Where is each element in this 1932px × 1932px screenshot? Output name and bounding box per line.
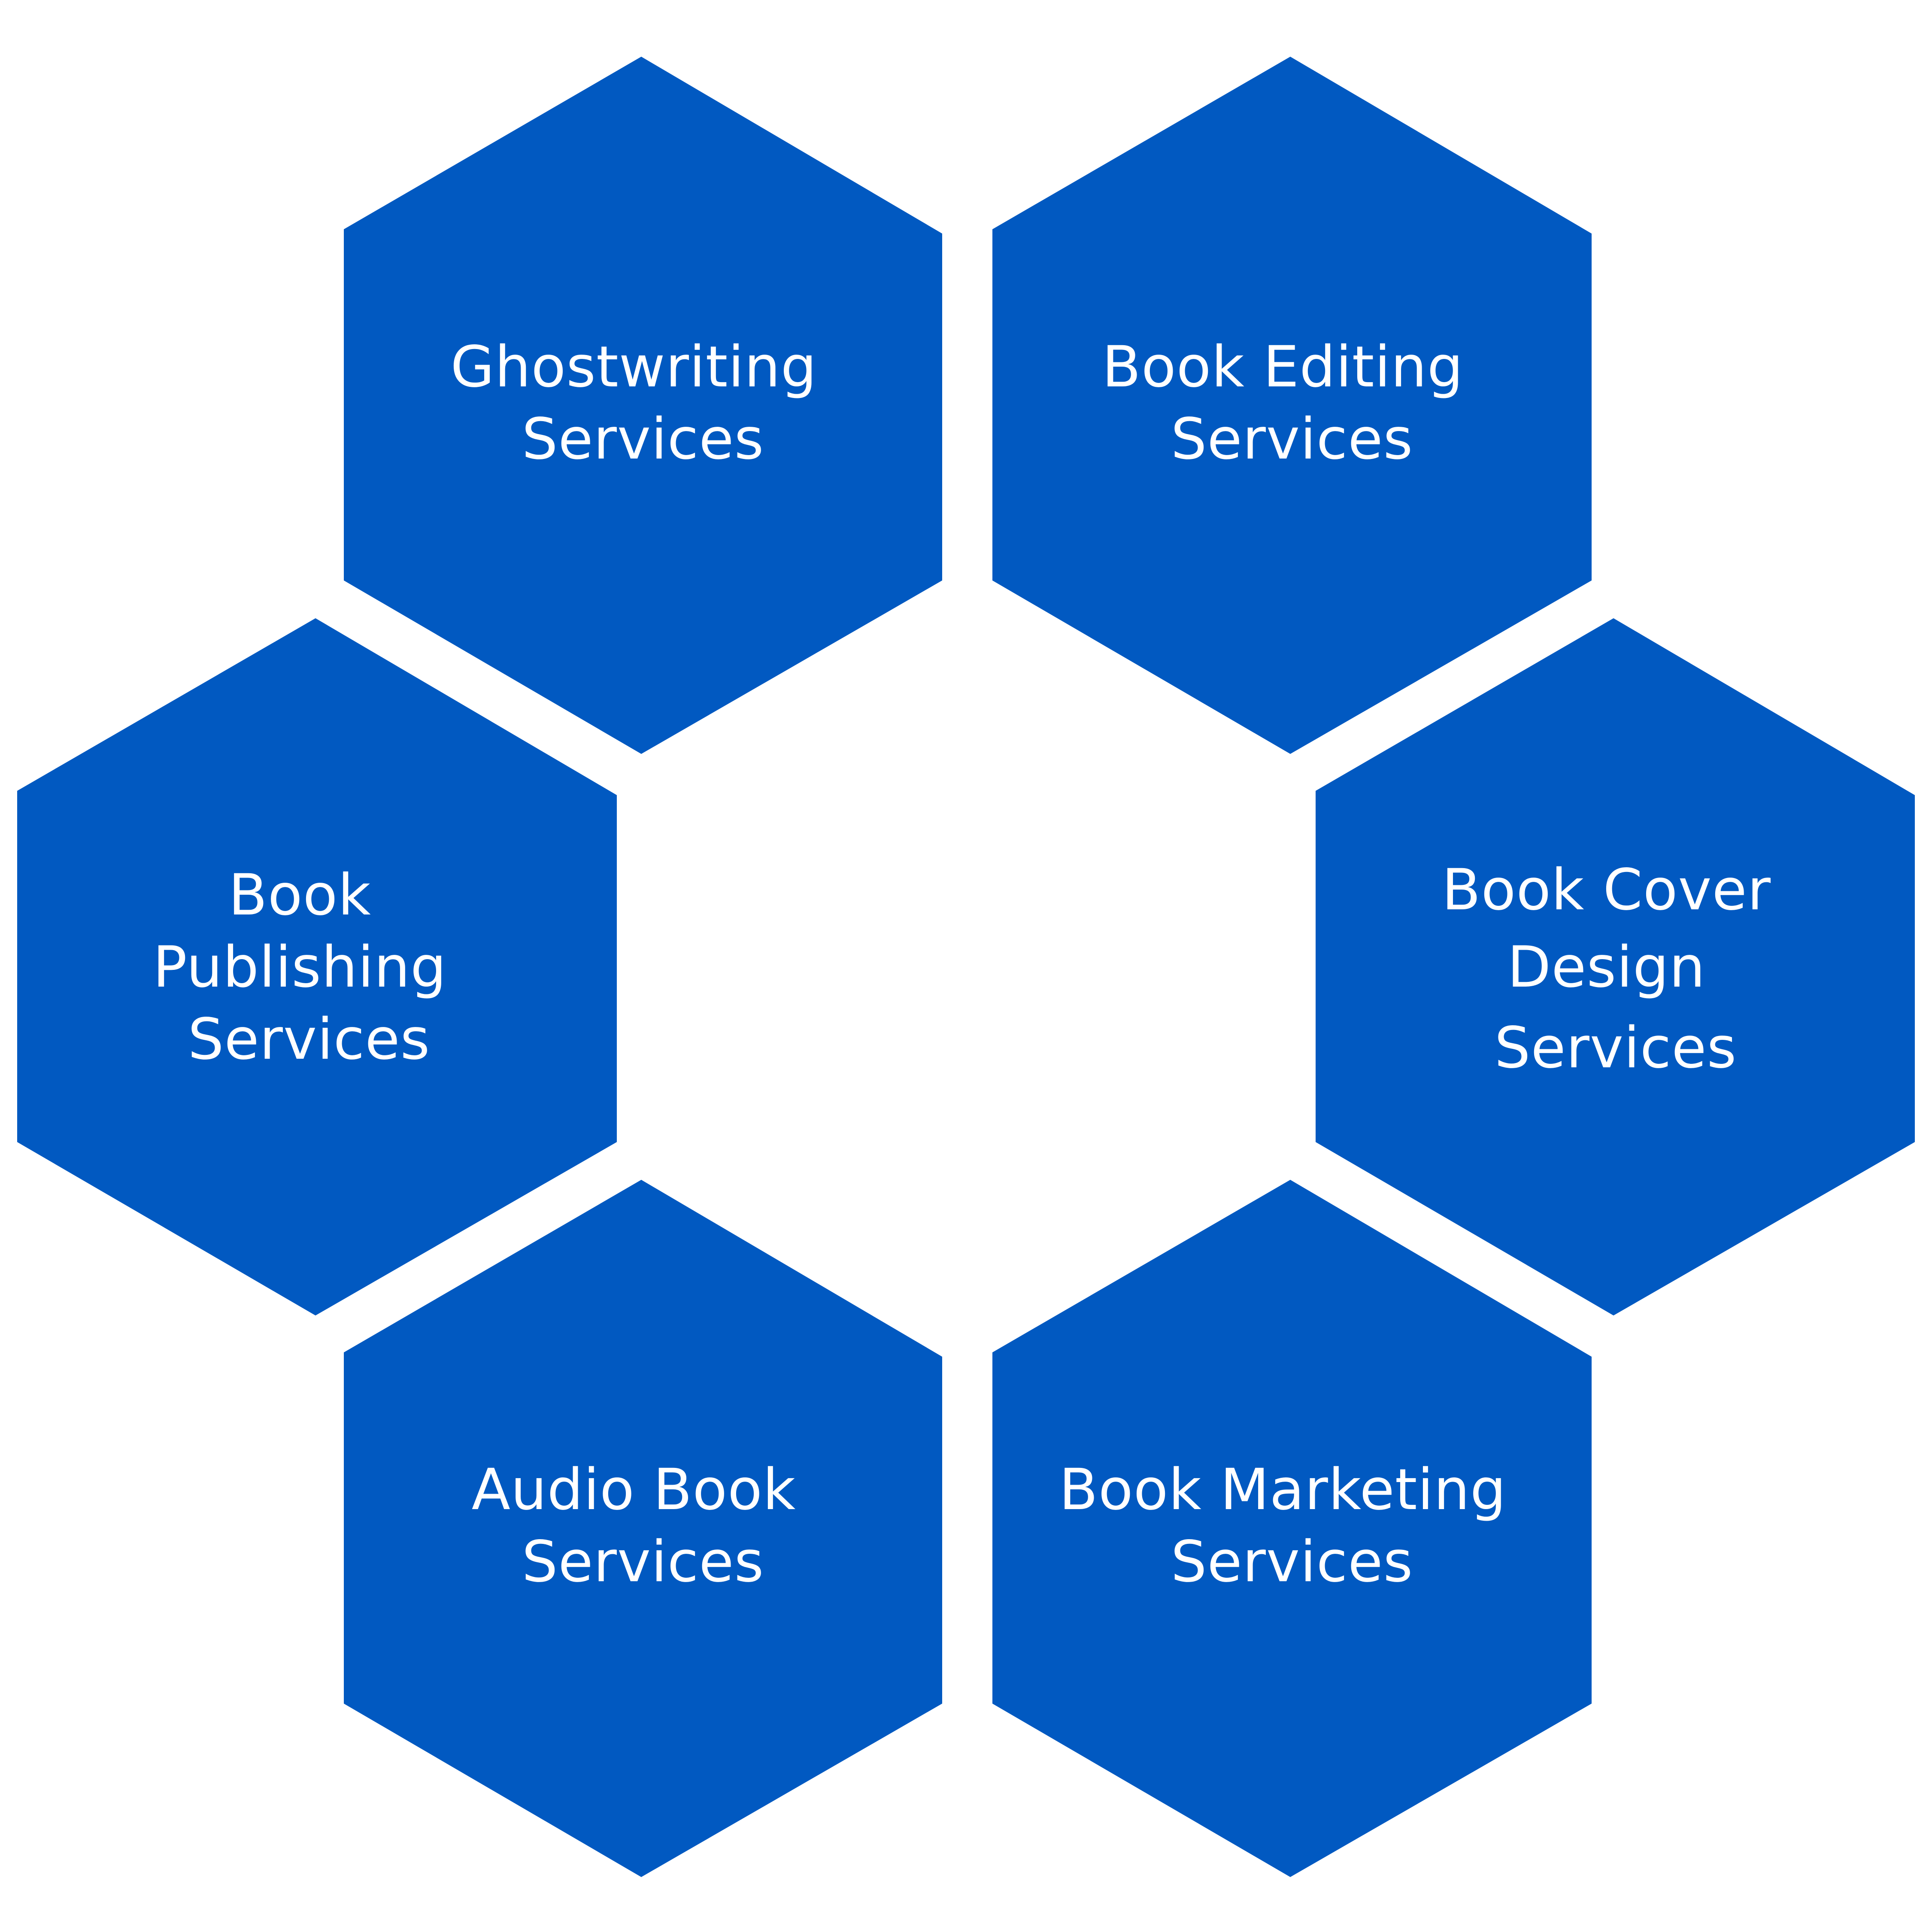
hexagon-shape	[1316, 618, 1915, 1315]
hexagon-label: Ghostwriting Services	[451, 334, 836, 472]
hexagon-label: Book Publishing Services	[153, 862, 465, 1072]
hexagon-shape	[344, 57, 942, 754]
label-line: Book Marketing	[1059, 1457, 1506, 1523]
hexagon-book-cover-design[interactable]: Book Cover Design Services	[1316, 618, 1915, 1315]
hexagon-book-publishing[interactable]: Book Publishing Services	[17, 618, 617, 1315]
label-line: Audio Book	[472, 1457, 796, 1523]
hexagon-label: Book Marketing Services	[1059, 1457, 1525, 1595]
hexagon-book-marketing[interactable]: Book Marketing Services	[992, 1180, 1592, 1877]
label-line: Services	[1171, 1529, 1413, 1595]
hexagon-book-editing[interactable]: Book Editing Services	[992, 57, 1592, 754]
label-line: Ghostwriting	[451, 334, 817, 400]
label-line: Services	[1495, 1015, 1737, 1081]
label-line: Services	[522, 1529, 764, 1595]
label-line: Services	[188, 1006, 431, 1072]
hexagon-label: Audio Book Services	[472, 1457, 815, 1595]
label-line: Book Cover	[1442, 857, 1771, 923]
label-line: Book Editing	[1102, 334, 1463, 400]
label-line: Services	[1171, 406, 1413, 472]
hexagon-audio-book[interactable]: Audio Book Services	[344, 1180, 942, 1877]
hexagon-shape	[992, 57, 1592, 754]
label-line: Publishing	[153, 934, 447, 1000]
hexagon-shape	[17, 618, 617, 1315]
hexagon-ghostwriting[interactable]: Ghostwriting Services	[344, 57, 942, 754]
label-line: Design	[1507, 934, 1706, 1000]
hexagon-label: Book Cover Design Services	[1442, 857, 1789, 1081]
hexagon-shape	[344, 1180, 942, 1877]
label-line: Services	[522, 406, 764, 472]
hexagon-label: Book Editing Services	[1102, 334, 1482, 472]
hexagon-shape	[992, 1180, 1592, 1877]
label-line: Book	[228, 862, 371, 928]
